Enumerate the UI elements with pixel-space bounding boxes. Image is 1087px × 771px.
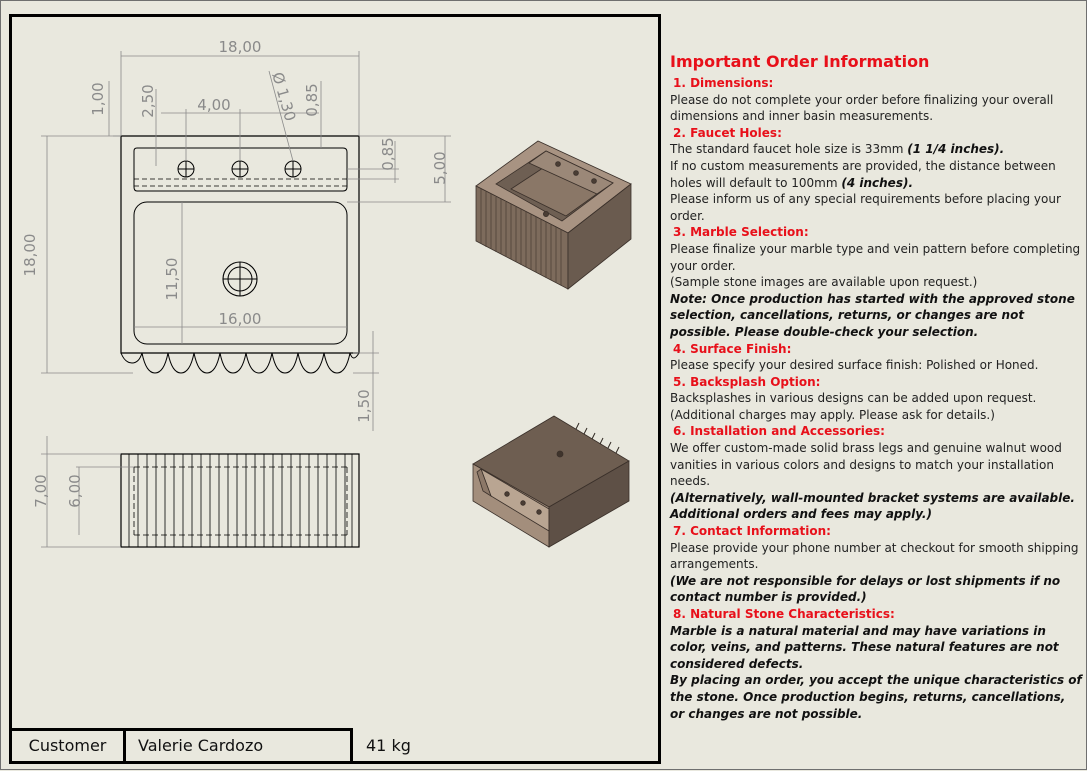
dim-basin-depth: 11,50 (163, 258, 181, 301)
section-paragraph: (Additional charges may apply. Please as… (670, 407, 1082, 424)
dim-hole-edge-offset: 0,85 (303, 83, 321, 116)
section-paragraph: Please inform us of any special requirem… (670, 191, 1082, 224)
dim-offset-side: 2,50 (139, 84, 157, 117)
emphasis-text: By placing an order, you accept the uniq… (670, 673, 1082, 721)
order-information-panel: Important Order Information 1. Dimension… (670, 51, 1082, 722)
section-paragraph: By placing an order, you accept the uniq… (670, 672, 1082, 722)
faucet-holes (177, 160, 302, 178)
body-text: Please specify your desired surface fini… (670, 358, 1039, 373)
section-paragraph: (Alternatively, wall-mounted bracket sys… (670, 490, 1082, 523)
isometric-view-bottom (472, 415, 630, 548)
section-paragraph: We offer custom-made solid brass legs an… (670, 440, 1082, 490)
body-text: Backsplashes in various designs can be a… (670, 391, 1037, 406)
drain (222, 261, 258, 297)
section-heading: 7. Contact Information: (673, 524, 831, 539)
section-paragraph: Please finalize your marble type and vei… (670, 241, 1082, 274)
emphasis-text: Note: Once production has started with t… (670, 291, 1075, 339)
top-view (120, 135, 360, 374)
section-paragraph: Please provide your phone number at chec… (670, 540, 1082, 573)
section-heading: 6. Installation and Accessories: (673, 424, 885, 439)
technical-drawing: 18,00 4,00 2,50 1,00 Ø 1,30 0,85 0,85 5,… (21, 38, 632, 548)
body-text: Please do not complete your order before… (670, 92, 1054, 124)
body-text: Please finalize your marble type and vei… (670, 241, 1081, 273)
section-paragraph: (We are not responsible for delays or lo… (670, 573, 1082, 606)
dim-hole-diameter: Ø 1,30 (268, 70, 299, 123)
dim-overall-depth: 18,00 (21, 234, 39, 277)
emphasis-text: Marble is a natural material and may hav… (670, 623, 1059, 671)
dim-top-offset: 1,00 (89, 82, 107, 115)
front-view-dimensions (41, 436, 134, 548)
dim-hole-spacing: 4,00 (197, 96, 230, 114)
section-paragraph: (Sample stone images are available upon … (670, 274, 1082, 291)
section-heading: 8. Natural Stone Characteristics: (673, 607, 895, 621)
customer-name: Valerie Cardozo (123, 728, 353, 764)
section-heading: 4. Surface Finish: (673, 341, 792, 356)
dim-height-inner: 6,00 (66, 474, 84, 507)
dim-hole-row-offset: 0,85 (379, 137, 397, 170)
emphasis-text: (Alternatively, wall-mounted bracket sys… (670, 490, 1075, 522)
body-text: Please inform us of any special requirem… (670, 192, 1061, 223)
section-heading: 5. Backsplash Option: (673, 374, 821, 389)
section-paragraph: Please specify your desired surface fini… (670, 357, 1082, 374)
section-heading: 1. Dimensions: (673, 76, 774, 90)
emphasis-text: (4 inches). (841, 175, 914, 190)
emphasis-text: (We are not responsible for delays or lo… (670, 573, 1061, 605)
top-view-dimensions (41, 51, 451, 431)
isometric-view-top (475, 140, 632, 290)
body-text: (Additional charges may apply. Please as… (670, 407, 995, 422)
dim-basin-width: 16,00 (219, 310, 262, 328)
front-view (120, 453, 360, 548)
weight-value: 41 kg (366, 736, 411, 755)
section-paragraph: Marble is a natural material and may hav… (670, 623, 1082, 673)
section-paragraph: Please do not complete your order before… (670, 92, 1082, 125)
section-paragraph: Note: Once production has started with t… (670, 291, 1082, 341)
dim-ledge-depth: 5,00 (431, 151, 449, 184)
notes-sections: 1. Dimensions: Please do not complete you… (670, 75, 1082, 722)
body-text: The standard faucet hole size is 33mm (670, 142, 908, 157)
section-paragraph: If no custom measurements are provided, … (670, 158, 1082, 191)
body-text: (Sample stone images are available upon … (670, 275, 978, 290)
emphasis-text: (1 1/4 inches). (907, 142, 1005, 157)
body-text: Please provide your phone number at chec… (670, 540, 1079, 572)
section-paragraph: The standard faucet hole size is 33mm (1… (670, 141, 1082, 158)
section-heading: 3. Marble Selection: (673, 225, 809, 240)
notes-title: Important Order Information (670, 52, 930, 71)
section-paragraph: Backsplashes in various designs can be a… (670, 390, 1082, 407)
title-block: Customer Valerie Cardozo 41 kg (9, 728, 429, 764)
body-text: We offer custom-made solid brass legs an… (670, 441, 1062, 489)
dim-overall-width: 18,00 (219, 38, 262, 56)
body-text: If no custom measurements are provided, … (670, 158, 1056, 190)
dim-height-outer: 7,00 (32, 474, 50, 507)
customer-label: Customer (9, 728, 126, 764)
dim-lip: 1,50 (355, 389, 373, 422)
dimension-labels: 18,00 4,00 2,50 1,00 Ø 1,30 0,85 0,85 5,… (21, 38, 449, 508)
section-heading: 2. Faucet Holes: (673, 125, 782, 140)
